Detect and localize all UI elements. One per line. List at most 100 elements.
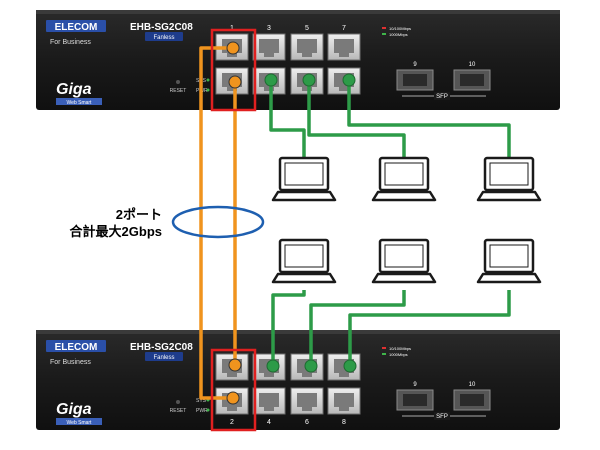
rj45-tab bbox=[339, 407, 349, 411]
rj45-tab bbox=[227, 407, 237, 411]
fanless-badge: Fanless bbox=[153, 35, 174, 41]
rj45-tab bbox=[302, 407, 312, 411]
client-cable-6 bbox=[348, 290, 511, 365]
sfp-label: SFP bbox=[436, 414, 448, 420]
rj45-tab bbox=[227, 373, 237, 377]
laptop-base bbox=[371, 190, 437, 202]
aggregated-ports-highlight bbox=[210, 348, 257, 432]
brand-logo: ELECOM bbox=[55, 22, 98, 33]
fanless-badge: Fanless bbox=[153, 355, 174, 361]
sfp-label-bg bbox=[434, 92, 450, 100]
sfp-slot bbox=[460, 74, 484, 86]
sfp-label: SFP bbox=[436, 94, 448, 100]
laptop-icon bbox=[371, 238, 437, 284]
rj45-tab bbox=[339, 87, 349, 91]
fanless-badge-bg bbox=[145, 352, 183, 361]
rj45-tab bbox=[227, 53, 237, 57]
legend-led-gigabit bbox=[382, 353, 386, 355]
pwr-led bbox=[206, 408, 210, 412]
client-plug bbox=[302, 73, 316, 87]
rj45-socket bbox=[259, 393, 279, 407]
aggregation-annotation: 2ポート 合計最大2Gbps bbox=[40, 206, 162, 240]
laptop-icon bbox=[371, 156, 437, 202]
sfp-slot bbox=[460, 394, 484, 406]
laptop-screen bbox=[384, 162, 424, 186]
legend-led-gigabit bbox=[382, 33, 386, 35]
client-cable-2 bbox=[307, 81, 406, 160]
series-sub: Web Smart bbox=[67, 420, 93, 426]
sfp-slot bbox=[403, 74, 427, 86]
brand-logo: ELECOM bbox=[55, 342, 98, 353]
laptop-icon bbox=[271, 156, 337, 202]
client-cable-1 bbox=[269, 81, 306, 160]
rj45-tab bbox=[302, 87, 312, 91]
trunk-plug bbox=[226, 391, 240, 405]
client-cable-5 bbox=[309, 290, 406, 365]
switch-2: ELECOM For Business EHB-SG2C08FanlessGigaW… bbox=[36, 330, 560, 430]
rj45-socket bbox=[297, 39, 317, 53]
rj45-tab bbox=[264, 87, 274, 91]
laptop-icon bbox=[476, 156, 542, 202]
switch-top-edge bbox=[36, 330, 560, 334]
rj45-tab bbox=[264, 373, 274, 377]
sfp-number: 10 bbox=[469, 62, 476, 68]
port-number: 7 bbox=[342, 25, 346, 32]
client-cable-4 bbox=[271, 290, 306, 365]
port-number: 3 bbox=[267, 25, 271, 32]
legend-gigabit-label: 1000Mbps bbox=[389, 32, 408, 37]
legend-speed-label: 10/100Mbps bbox=[389, 26, 411, 31]
laptop-base bbox=[271, 272, 337, 284]
client-plug bbox=[304, 359, 318, 373]
rj45-tab bbox=[227, 87, 237, 91]
pwr-led bbox=[206, 88, 210, 92]
legend-led-speed bbox=[382, 27, 386, 29]
client-plug bbox=[264, 73, 278, 87]
rj45-socket bbox=[259, 39, 279, 53]
brand-plate bbox=[46, 340, 106, 352]
sys-led bbox=[206, 78, 210, 82]
rj45-socket bbox=[297, 393, 317, 407]
aggregation-ellipse bbox=[171, 205, 265, 239]
rj45-tab bbox=[264, 53, 274, 57]
trunk-plug bbox=[228, 358, 242, 372]
fanless-badge-bg bbox=[145, 32, 183, 41]
port-number: 8 bbox=[342, 419, 346, 426]
laptop-base bbox=[371, 272, 437, 284]
legend-led-speed bbox=[382, 347, 386, 349]
laptop-screen bbox=[489, 244, 529, 268]
trunk-plug bbox=[226, 41, 240, 55]
series-logo: Giga bbox=[56, 401, 92, 418]
sfp-label-bg bbox=[434, 412, 450, 420]
legend-speed-label: 10/100Mbps bbox=[389, 346, 411, 351]
sfp-number: 9 bbox=[413, 382, 417, 388]
client-plug bbox=[266, 359, 280, 373]
laptop-icon bbox=[476, 238, 542, 284]
annotation-bandwidth: 合計最大2Gbps bbox=[69, 224, 162, 239]
client-plug bbox=[342, 73, 356, 87]
model-name: EHB-SG2C08 bbox=[130, 342, 193, 353]
laptop-screen bbox=[384, 244, 424, 268]
brand-plate bbox=[46, 20, 106, 32]
port-number: 5 bbox=[305, 25, 309, 32]
laptop-base bbox=[476, 190, 542, 202]
brand-tagline: For Business bbox=[50, 359, 91, 366]
laptop-icon bbox=[271, 238, 337, 284]
pwr-label: PWR bbox=[196, 408, 208, 414]
series-logo: Giga bbox=[56, 81, 92, 98]
sfp-number: 10 bbox=[469, 382, 476, 388]
series-sub: Web Smart bbox=[67, 100, 93, 106]
sfp-slot bbox=[403, 394, 427, 406]
laptop-base bbox=[476, 272, 542, 284]
reset-label: RESET bbox=[170, 88, 187, 94]
rj45-socket bbox=[334, 39, 354, 53]
trunk-cable-1 bbox=[199, 46, 233, 400]
rj45-tab bbox=[339, 53, 349, 57]
rj45-tab bbox=[339, 373, 349, 377]
port-number: 6 bbox=[305, 419, 309, 426]
port-number: 1 bbox=[230, 25, 234, 32]
client-cable-3 bbox=[347, 81, 511, 160]
sfp-number: 9 bbox=[413, 62, 417, 68]
laptop-base bbox=[271, 190, 337, 202]
